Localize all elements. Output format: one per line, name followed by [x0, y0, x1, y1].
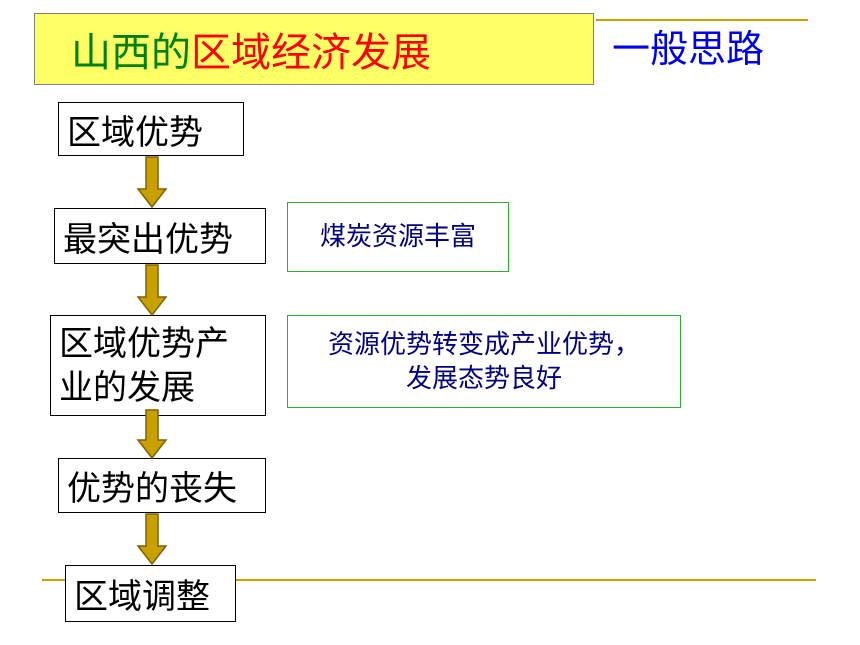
title-part-shanxi: 山西的 — [71, 30, 191, 76]
step-regional-adjustment: 区域调整 — [65, 565, 236, 622]
top-accent-line — [596, 19, 808, 21]
note-resource-to-industry: 资源优势转变成产业优势， 发展态势良好 — [287, 315, 681, 408]
note-coal-resources: 煤炭资源丰富 — [287, 202, 509, 272]
step-most-prominent-advantage: 最突出优势 — [54, 208, 266, 264]
down-arrow-icon — [136, 264, 168, 317]
down-arrow-icon — [136, 513, 168, 566]
note-line-1: 资源优势转变成产业优势， — [327, 329, 640, 360]
step-loss-of-advantage: 优势的丧失 — [58, 458, 266, 513]
title-part-regional-economy: 区域经济发展 — [191, 30, 431, 76]
page-title: 山西的区域经济发展 — [34, 13, 594, 85]
note-line-2: 发展态势良好 — [405, 363, 562, 394]
bottom-accent-line — [42, 579, 816, 581]
page-subtitle: 一般思路 — [612, 27, 765, 71]
down-arrow-icon — [136, 156, 168, 209]
step-advantage-industry-development: 区域优势产业的发展 — [50, 315, 266, 416]
step-regional-advantage: 区域优势 — [58, 102, 244, 156]
down-arrow-icon — [136, 409, 168, 460]
